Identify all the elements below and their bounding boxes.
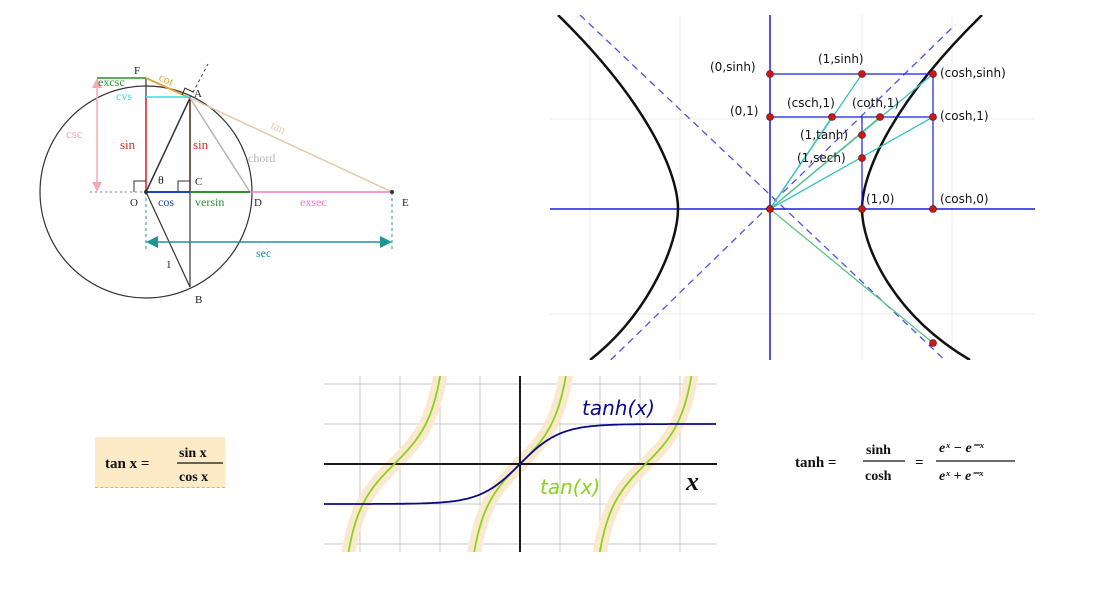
chord-label: chord bbox=[248, 151, 275, 165]
label-cosh-sinh: (cosh,sinh) bbox=[940, 66, 1006, 80]
tanh-equation: tanh = sinh cosh = eˣ − e⁻ˣ eˣ + e⁻ˣ bbox=[795, 441, 1015, 484]
tanh-eq-eq2: = bbox=[915, 455, 924, 471]
tanh-eq-lhs: tanh = bbox=[795, 455, 836, 471]
tan-label: tan bbox=[269, 118, 288, 137]
versin-label: versin bbox=[195, 195, 224, 209]
label-F: F bbox=[134, 65, 140, 77]
tan-curve-branch bbox=[598, 376, 693, 552]
cvs-label: cvs bbox=[116, 89, 132, 103]
asymptote-1 bbox=[579, 15, 946, 360]
label-cosh-1: (cosh,1) bbox=[940, 109, 989, 123]
tanh-eq-den1: cosh bbox=[865, 469, 892, 484]
label-1-sinh: (1,sinh) bbox=[818, 52, 864, 66]
csc-label: csc bbox=[66, 126, 83, 141]
sin-label-right: sin bbox=[193, 137, 209, 152]
label-csch-1: (csch,1) bbox=[787, 96, 835, 110]
cos-label: cos bbox=[158, 195, 174, 209]
tan-eq-num: sin x bbox=[179, 446, 207, 461]
tan-line bbox=[189, 97, 393, 193]
tanh-label: tanh(x) bbox=[582, 396, 655, 420]
label-C: C bbox=[195, 176, 202, 188]
excsc-label: excsc bbox=[98, 75, 125, 89]
tan-label: tan(x) bbox=[540, 475, 600, 499]
label-cosh-0: (cosh,0) bbox=[940, 192, 989, 206]
label-0-sinh: (0,sinh) bbox=[710, 60, 756, 74]
label-1-tanh: (1,tanh) bbox=[800, 128, 848, 142]
sin-label-left: sin bbox=[120, 137, 136, 152]
label-1-0: (1,0) bbox=[866, 192, 894, 206]
chord-line bbox=[189, 97, 251, 193]
label-O: O bbox=[130, 197, 138, 209]
tanh-eq-num1: sinh bbox=[866, 443, 891, 458]
tanh-eq-den2: eˣ + e⁻ˣ bbox=[939, 469, 984, 484]
tan-eq-den: cos x bbox=[179, 470, 208, 485]
sec-label: sec bbox=[256, 246, 271, 260]
label-one: 1 bbox=[166, 259, 172, 271]
label-0-1: (0,1) bbox=[730, 104, 758, 118]
tanh-eq-num2: eˣ − e⁻ˣ bbox=[939, 441, 984, 456]
label-E: E bbox=[402, 197, 409, 209]
hyperbola-diagram: (0,sinh) (1,sinh) (cosh,sinh) (0,1) (csc… bbox=[550, 15, 1035, 360]
tanh-curve bbox=[324, 423, 716, 505]
hyperbola-left bbox=[557, 15, 680, 360]
tan-curve-branch bbox=[347, 376, 442, 552]
tan-equation: tan x = sin x cos x bbox=[105, 446, 223, 485]
label-1-sech: (1,sech) bbox=[797, 151, 846, 165]
tan-eq-lhs: tan x = bbox=[105, 456, 149, 472]
exsec-label: exsec bbox=[300, 195, 327, 209]
x-axis-label: x bbox=[685, 467, 699, 496]
unit-circle-diagram: csc F A O C D E B θ 1 cot excsc cvs sin … bbox=[39, 63, 409, 306]
label-B: B bbox=[195, 294, 202, 306]
label-A: A bbox=[194, 88, 202, 100]
label-D: D bbox=[254, 197, 262, 209]
label-coth-1: (coth,1) bbox=[852, 96, 899, 110]
cot-label: cot bbox=[157, 70, 177, 89]
label-theta: θ bbox=[158, 173, 164, 187]
tanh-plot: tanh(x) tan(x) x bbox=[324, 376, 717, 552]
